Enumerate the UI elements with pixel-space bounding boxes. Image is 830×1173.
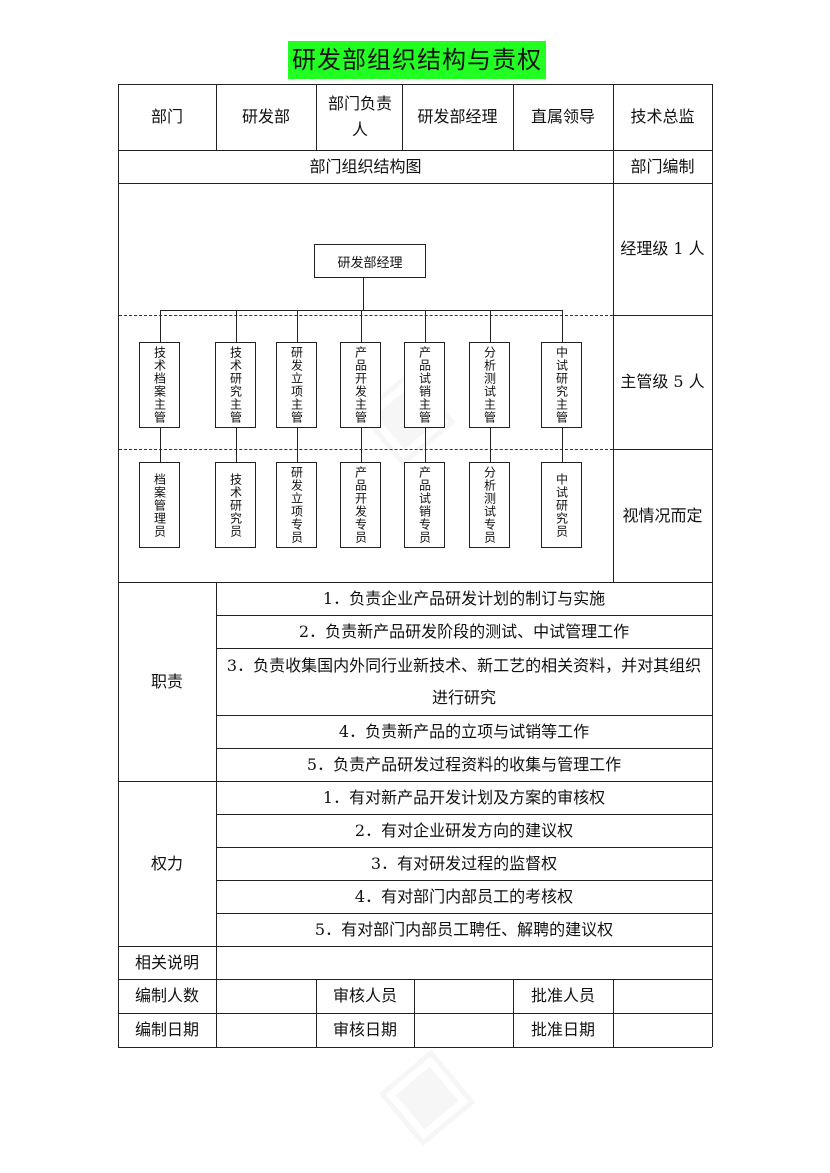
compiler-count-label: 编制人数: [134, 986, 199, 1005]
staffing-level-staff: 视情况而定: [622, 505, 703, 525]
head-value: 研发部经理: [417, 107, 498, 126]
manager-box: 研发立项主管: [276, 342, 317, 428]
manager-box: 产品试销主管: [404, 342, 445, 428]
approve-date-field[interactable]: [613, 1013, 712, 1047]
notes-label: 相关说明: [134, 952, 199, 972]
power-item: 1．有对新产品开发计划及方案的审核权: [322, 787, 606, 807]
compile-date-field[interactable]: [216, 1013, 316, 1047]
review-date-field[interactable]: [414, 1013, 513, 1047]
org-chart-label: 部门组织结构图: [309, 156, 422, 176]
manager-box: 产品开发主管: [340, 342, 381, 428]
staff-box: 研发立项专员: [276, 462, 317, 548]
org-root-box: 研发部经理: [314, 244, 426, 278]
manager-box: 技术档案主管: [139, 342, 180, 428]
powers-label: 权力: [150, 853, 183, 873]
staffing-level-supervisor: 主管级 5 人: [620, 372, 705, 391]
approver-field[interactable]: [613, 979, 712, 1013]
manager-box: 中试研究主管: [541, 342, 582, 428]
reviewer-label: 审核人员: [332, 986, 397, 1005]
duty-item: 2．负责新产品研发阶段的测试、中试管理工作: [298, 621, 630, 641]
staff-box: 分析测试专员: [469, 462, 510, 548]
page-title: 研发部组织结构与责权: [288, 41, 546, 79]
leader-value: 技术总监: [630, 107, 695, 126]
dept-label: 部门: [150, 107, 183, 126]
duties-label: 职责: [150, 671, 183, 691]
duty-item: 1．负责企业产品研发计划的制订与实施: [322, 588, 606, 608]
duty-item: 3．负责收集国内外同行业新技术、新工艺的相关资料，并对其组织进行研究: [226, 655, 702, 707]
power-item: 3．有对研发过程的监督权: [370, 853, 558, 873]
staffing-label: 部门编制: [630, 156, 695, 176]
staffing-level-manager: 经理级 1 人: [620, 239, 705, 258]
staff-box: 档案管理员: [139, 462, 180, 548]
duty-item: 4．负责新产品的立项与试销等工作: [338, 721, 590, 741]
review-date-label: 审核日期: [332, 1020, 397, 1039]
notes-field[interactable]: [216, 946, 712, 979]
head-label: 部门负责人: [327, 94, 392, 139]
power-item: 4．有对部门内部员工的考核权: [354, 886, 574, 906]
compile-date-label: 编制日期: [134, 1020, 199, 1039]
approve-date-label: 批准日期: [530, 1020, 595, 1039]
staff-box: 产品试销专员: [404, 462, 445, 548]
dept-value: 研发部: [241, 107, 290, 126]
manager-box: 分析测试主管: [469, 342, 510, 428]
power-item: 5．有对部门内部员工聘任、解聘的建议权: [314, 919, 614, 939]
manager-box: 技术研究主管: [215, 342, 256, 428]
staff-box: 技术研究员: [215, 462, 256, 548]
staff-box: 中试研究员: [541, 462, 582, 548]
power-item: 2．有对企业研发方向的建议权: [354, 820, 574, 840]
leader-label: 直属领导: [530, 107, 595, 126]
compiler-count-field[interactable]: [216, 979, 316, 1013]
duty-item: 5．负责产品研发过程资料的收集与管理工作: [306, 754, 622, 774]
reviewer-field[interactable]: [414, 979, 513, 1013]
staff-box: 产品开发专员: [340, 462, 381, 548]
approver-label: 批准人员: [530, 986, 595, 1005]
